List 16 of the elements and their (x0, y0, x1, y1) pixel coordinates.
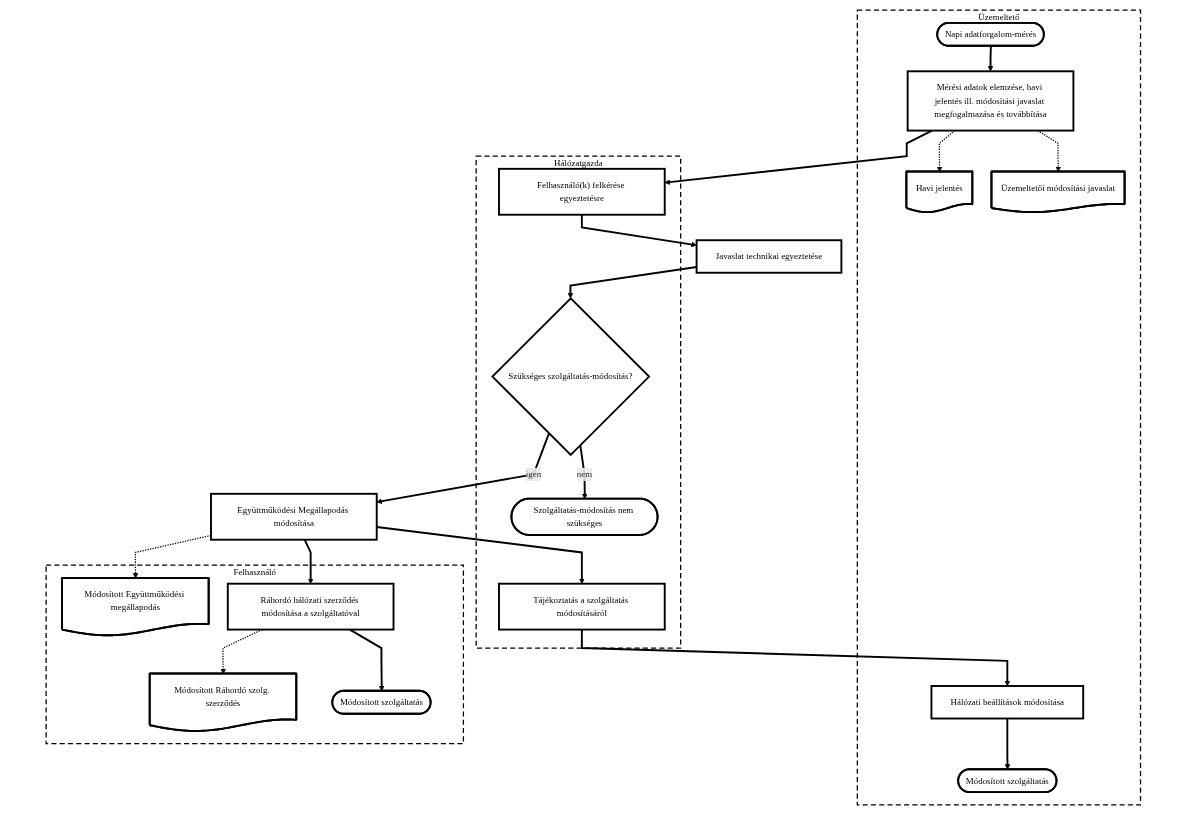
node-box: Tájékoztatás a szolgáltatás módosításáról (498, 582, 666, 631)
node-box: Együttműködési Megállapodás módosítása (210, 492, 378, 541)
node-diamond: Szükséges szolgáltatás-módosítás? (491, 296, 651, 457)
arrow (581, 628, 1011, 687)
node-box: Felhasználó(k) felkérése egyeztetésre (498, 167, 666, 216)
edge-label: nem (577, 469, 593, 480)
node-box: Ráhordó hálózati szerződés módosítása a szolgáltatóval (227, 582, 395, 631)
arrow (349, 628, 385, 692)
arrow (303, 538, 314, 584)
arrow (1004, 717, 1011, 770)
node-box: Javaslat technikai egyeztetése (695, 239, 843, 274)
edge-label: igen (526, 469, 542, 480)
node-box: Hálózati beállítások módosítása (930, 685, 1085, 720)
arrow (376, 432, 551, 504)
node-box: Mérési adatok elemzése, havi jelentés ill. módosítási javaslat megfogalmazása és továbbítása (906, 70, 1075, 132)
arrow (987, 45, 994, 72)
